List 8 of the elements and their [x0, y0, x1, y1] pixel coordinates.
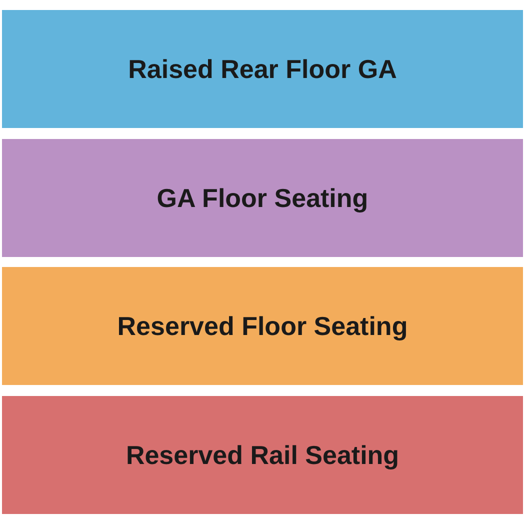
seating-section: [2, 10, 523, 128]
section-label: Reserved Floor Seating: [117, 310, 408, 342]
seating-section: [2, 396, 523, 514]
section-label: GA Floor Seating: [156, 182, 368, 214]
seating-section: [2, 139, 523, 257]
seating-section: [2, 267, 523, 385]
section-label: Reserved Rail Seating: [126, 438, 400, 472]
section-label: Raised Rear Floor GA: [128, 52, 397, 86]
